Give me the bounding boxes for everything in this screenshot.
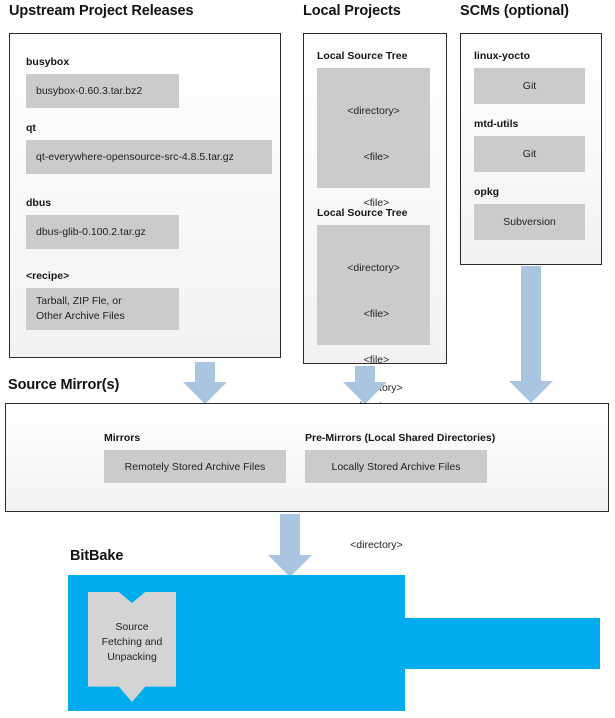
arrow-mirrors-to-bitbake	[268, 514, 312, 578]
tree-line: <file>	[357, 308, 390, 321]
upstream-value-qt: qt-everywhere-opensource-src-4.8.5.tar.g…	[26, 140, 272, 174]
bitbake-extension-bar	[400, 618, 600, 669]
source-fetching-and-unpacking-box: Source Fetching and Unpacking	[88, 592, 176, 702]
upstream-value-recipe-line1: Tarball, ZIP Fle, or	[36, 295, 122, 307]
scms-section-title: SCMs (optional)	[460, 3, 569, 19]
process-line-1: Source	[115, 621, 149, 633]
bitbake-section-title: BitBake	[70, 548, 124, 564]
tree-line: <file>	[357, 151, 390, 164]
scms-value-linux-yocto: Git	[474, 68, 585, 104]
pre-mirrors-value: Locally Stored Archive Files	[305, 450, 487, 483]
local-source-tree-label-2: Local Source Tree	[317, 207, 408, 219]
tree-line: <directory>	[347, 104, 400, 117]
mirrors-label: Mirrors	[104, 432, 141, 444]
pre-mirrors-label: Pre-Mirrors (Local Shared Directories)	[305, 432, 496, 444]
scms-value-mtd-utils: Git	[474, 136, 585, 172]
process-line-2: Fetching and	[101, 636, 163, 648]
tree-line: <directory>	[347, 261, 400, 274]
upstream-label-dbus: dbus	[26, 197, 52, 209]
upstream-section-title: Upstream Project Releases	[9, 3, 194, 19]
process-line-3: Unpacking	[107, 651, 157, 663]
tree-line: <directory>	[344, 539, 403, 552]
local-source-tree-label-1: Local Source Tree	[317, 50, 408, 62]
scms-label-opkg: opkg	[474, 186, 500, 198]
local-source-tree-1: <directory> <file> <file> <directory> <f…	[317, 68, 430, 394]
scms-label-mtd-utils: mtd-utils	[474, 118, 519, 130]
source-fetching-and-unpacking-text: Source Fetching and Unpacking	[88, 620, 176, 665]
upstream-label-busybox: busybox	[26, 56, 70, 68]
tree-line: <file>	[357, 197, 390, 210]
upstream-value-dbus: dbus-glib-0.100.2.tar.gz	[26, 215, 179, 249]
arrow-scms-to-mirrors	[509, 266, 553, 404]
upstream-value-busybox: busybox-0.60.3.tar.bz2	[26, 74, 179, 108]
notch-box-fill	[88, 592, 176, 702]
upstream-value-recipe: Tarball, ZIP Fle, or Other Archive Files	[26, 288, 179, 330]
upstream-label-qt: qt	[26, 122, 36, 134]
tree-line: <file>	[357, 354, 390, 367]
local-source-tree-2: <directory> <file> <file> <directory> <f…	[317, 225, 430, 551]
upstream-label-recipe: <recipe>	[26, 270, 70, 282]
mirrors-value: Remotely Stored Archive Files	[104, 450, 286, 483]
scms-value-opkg: Subversion	[474, 204, 585, 240]
local-projects-section-title: Local Projects	[303, 3, 401, 19]
upstream-value-recipe-line2: Other Archive Files	[36, 310, 125, 322]
source-mirrors-section-title: Source Mirror(s)	[8, 377, 120, 393]
arrow-upstream-to-mirrors	[183, 362, 227, 404]
arrow-local-projects-to-mirrors	[343, 366, 387, 404]
scms-label-linux-yocto: linux-yocto	[474, 50, 531, 62]
